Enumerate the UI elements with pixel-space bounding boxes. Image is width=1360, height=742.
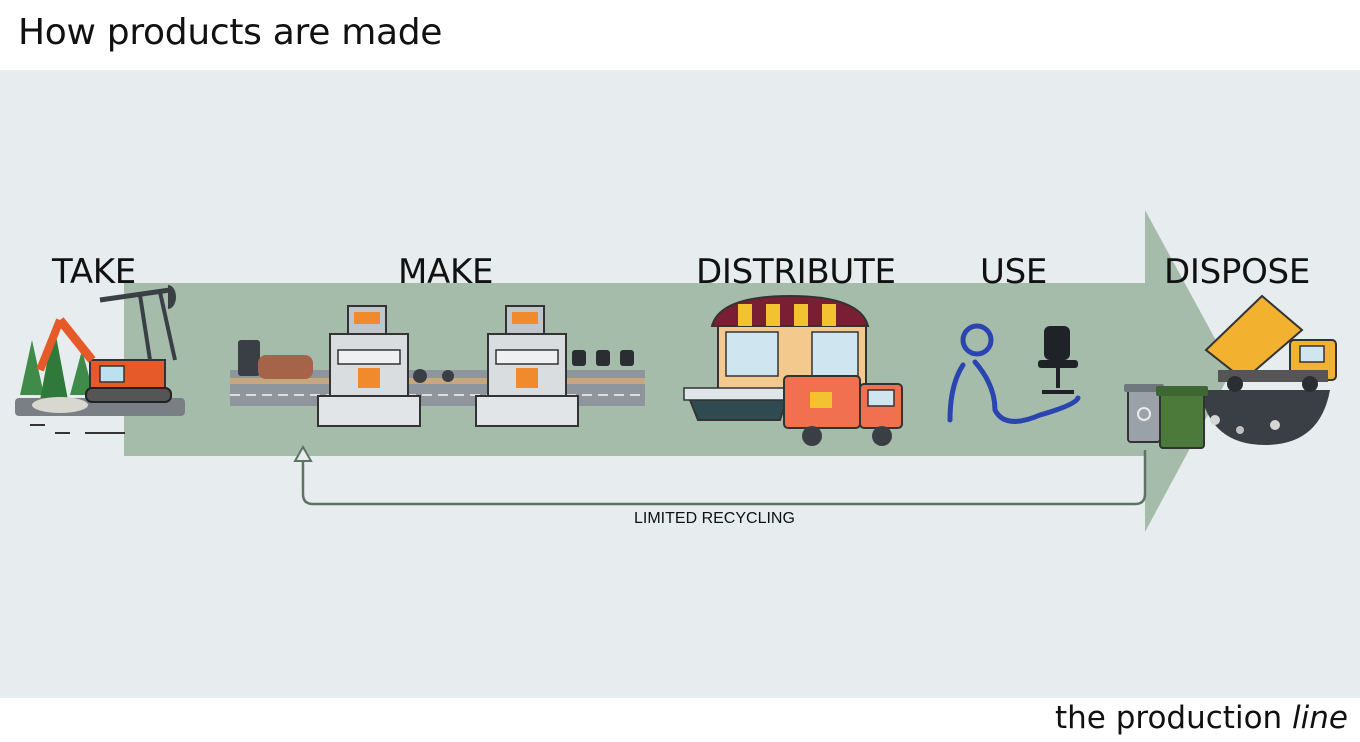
take-excavator-icon [15,285,185,434]
stage-label-distribute: DISTRIBUTE [696,252,896,292]
page-title: How products are made [18,12,443,53]
brand-text-regular: the production [1055,700,1293,736]
distribute-shop-icon [683,294,903,446]
stage-label-make: MAKE [398,252,494,292]
brand-text-italic: line [1292,700,1348,736]
recycling-arrowhead-icon [293,444,313,462]
process-arrow [124,210,1232,532]
stage-label-take: TAKE [52,252,136,292]
use-person-chair-icon [947,323,1081,424]
dispose-dump-truck-icon [1124,294,1337,449]
make-factory-icon [230,305,645,427]
recycling-label: LIMITED RECYCLING [634,510,795,527]
stage-label-use: USE [980,252,1048,292]
recycling-loop-line [301,450,1147,506]
brand-footer: the production line [1055,700,1348,736]
stage-label-dispose: DISPOSE [1164,252,1311,292]
